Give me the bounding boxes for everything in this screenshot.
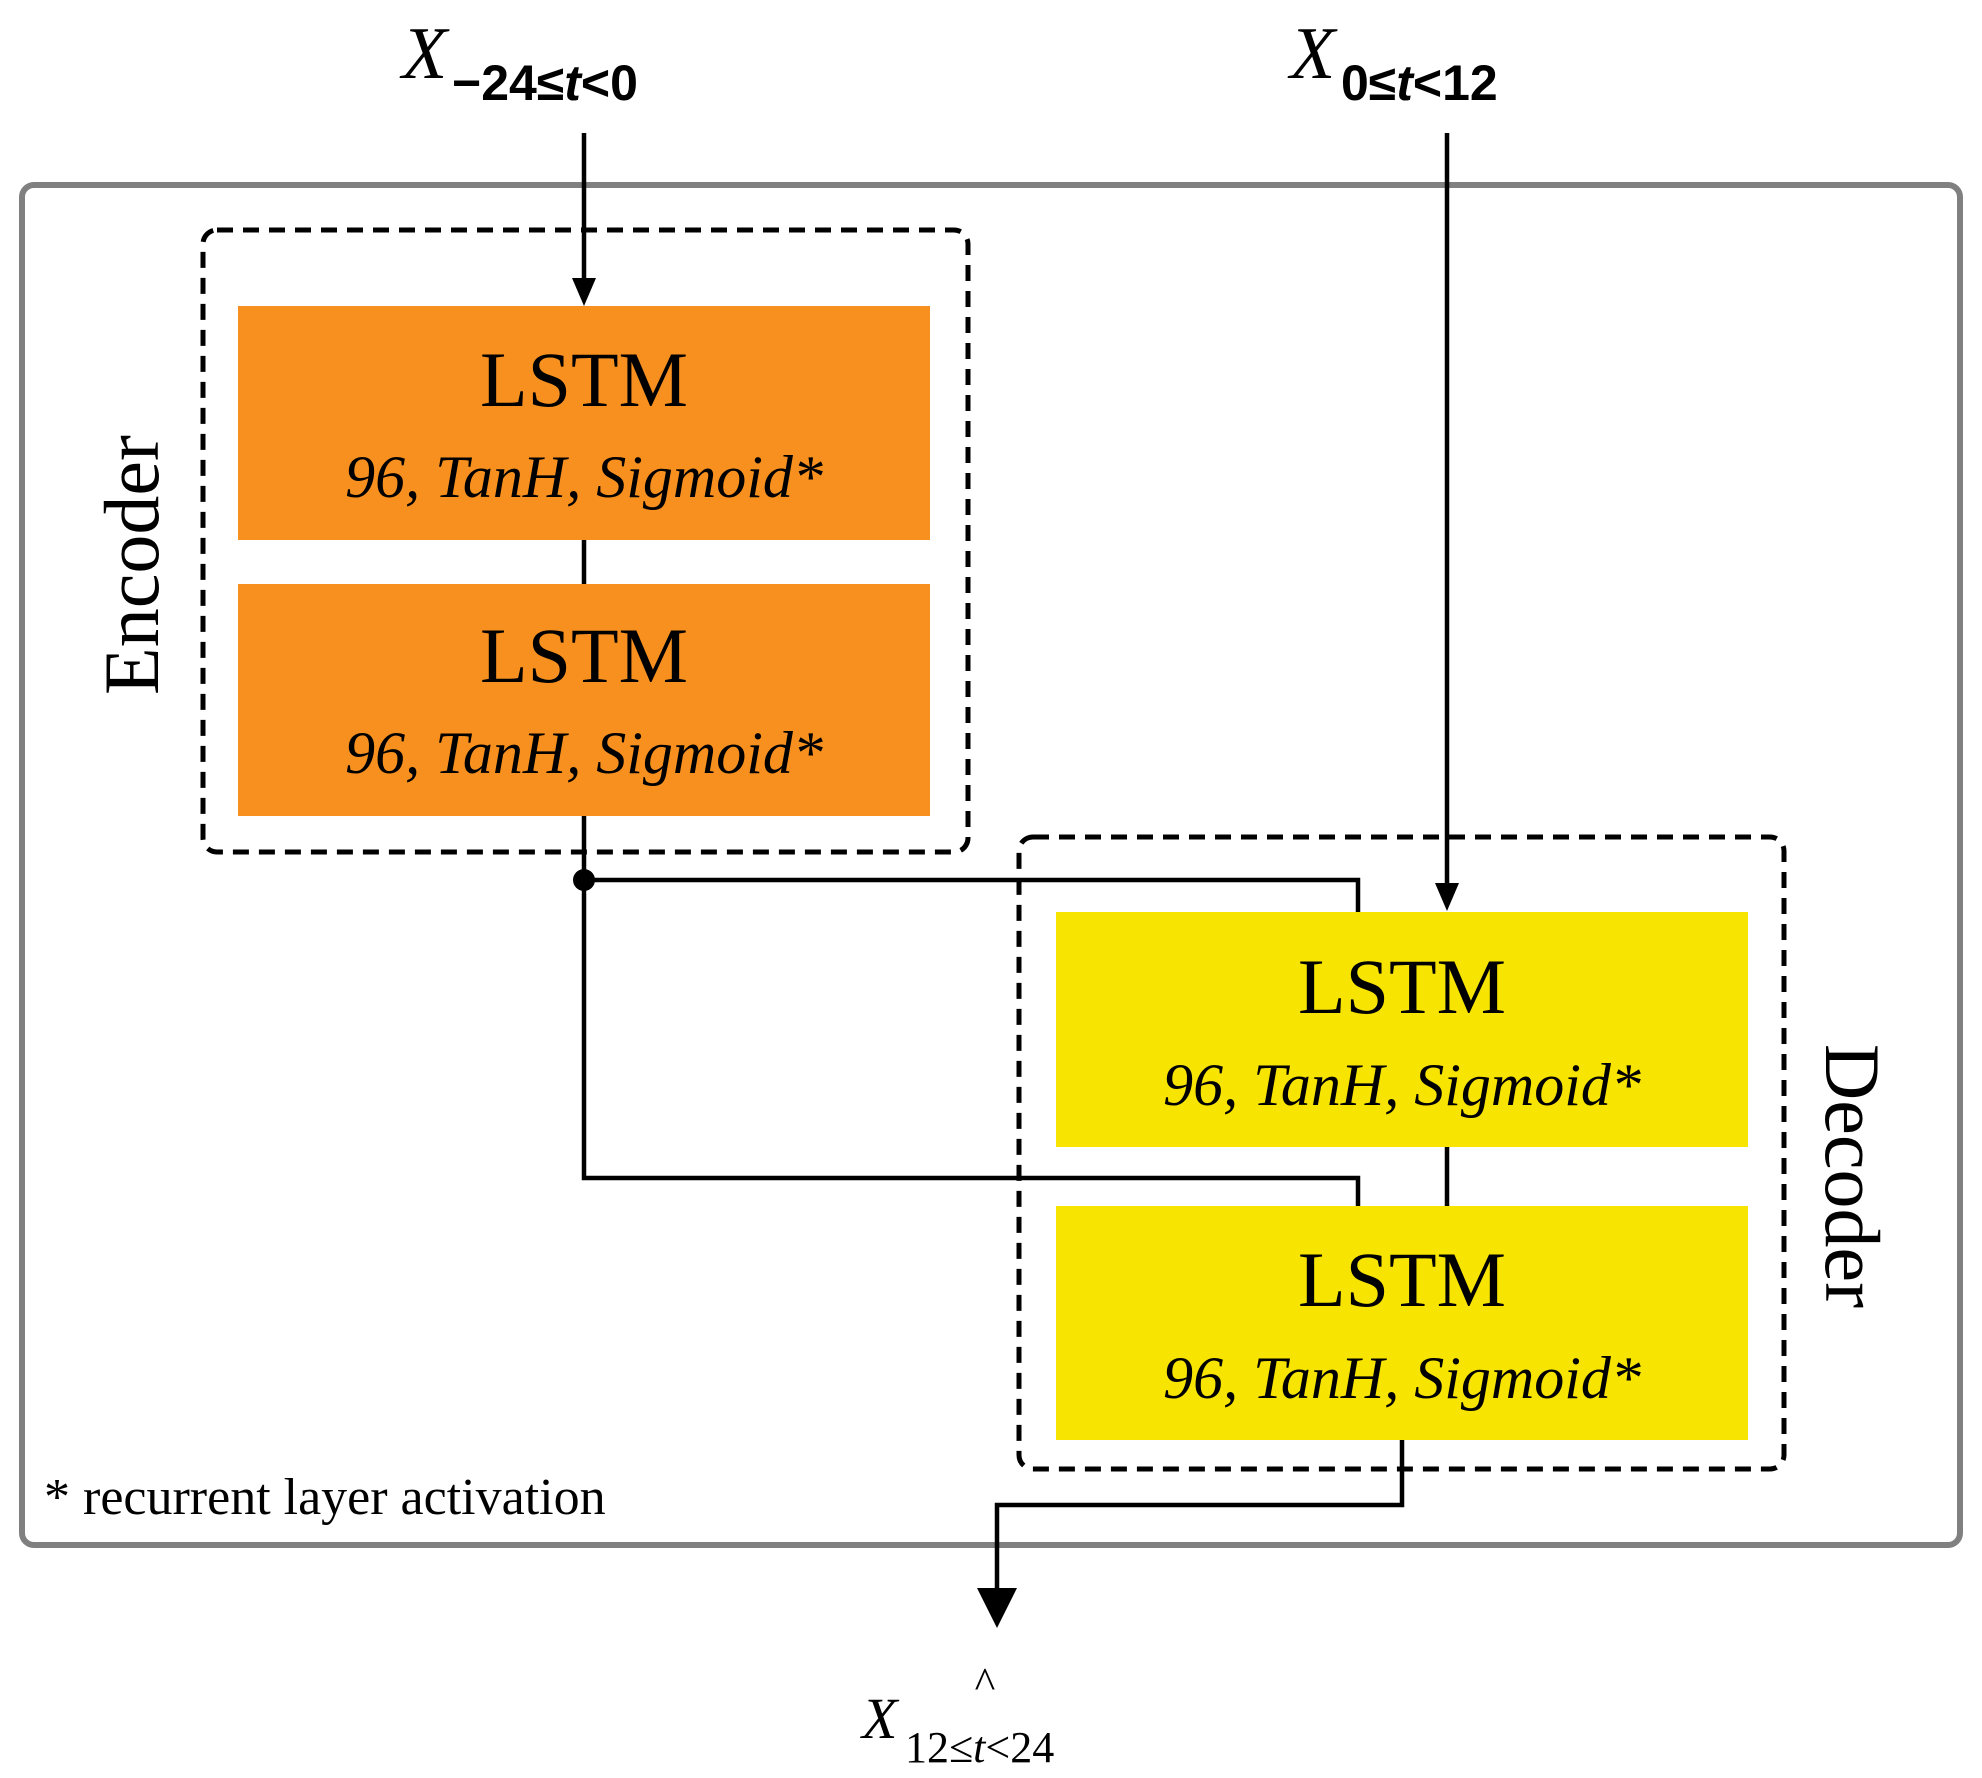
output-symbol: X — [860, 1686, 900, 1751]
encoder-layer-2-title: LSTM — [480, 612, 688, 699]
decoder-layer-1: LSTM 96, TanH, Sigmoid* — [1056, 912, 1748, 1147]
decoder-output-line — [994, 1440, 1405, 1590]
state-to-decoder-layer-1 — [584, 877, 1361, 912]
output-arrowhead — [977, 1588, 1017, 1628]
output-label: X ^ 12≤t<24 — [860, 1659, 1054, 1772]
decoder-layer-1-box — [1056, 912, 1748, 1147]
past-input-label: X −24≤t<0 — [399, 13, 638, 111]
decoder-layer-1-title: LSTM — [1298, 943, 1506, 1030]
output-subscript: 12≤t<24 — [905, 1723, 1054, 1772]
decoder-layer-2-title: LSTM — [1298, 1236, 1506, 1323]
encoder-layer-2: LSTM 96, TanH, Sigmoid* — [238, 584, 930, 816]
encoder-label: Encoder — [88, 435, 175, 695]
encoder-layer-1-box — [238, 306, 930, 540]
decoder-label: Decoder — [1809, 1044, 1896, 1308]
decoder-layer-2-params: 96, TanH, Sigmoid* — [1163, 1345, 1641, 1411]
future-input-subscript: 0≤t<12 — [1341, 55, 1498, 111]
decoder-layer-1-params: 96, TanH, Sigmoid* — [1163, 1052, 1641, 1118]
future-input-symbol: X — [1287, 13, 1338, 95]
encoder-layer-1-params: 96, TanH, Sigmoid* — [345, 444, 823, 510]
decoder-layer-2: LSTM 96, TanH, Sigmoid* — [1056, 1206, 1748, 1440]
outer-frame — [19, 182, 1963, 1548]
past-input-arrowhead — [572, 278, 596, 306]
output-hat: ^ — [975, 1659, 996, 1708]
footnote: * recurrent layer activation — [44, 1469, 606, 1526]
past-input-subscript: −24≤t<0 — [452, 55, 638, 111]
decoder-layer-2-box — [1056, 1206, 1748, 1440]
future-input-arrowhead — [1435, 883, 1459, 911]
encoder-layer-2-params: 96, TanH, Sigmoid* — [345, 720, 823, 786]
past-input-symbol: X — [399, 13, 450, 95]
encoder-layer-2-box — [238, 584, 930, 816]
future-input-label: X 0≤t<12 — [1287, 13, 1498, 111]
encoder-layer-1-title: LSTM — [480, 336, 688, 423]
state-to-decoder-layer-2 — [581, 880, 1361, 1206]
encoder-layer-1: LSTM 96, TanH, Sigmoid* — [238, 306, 930, 540]
